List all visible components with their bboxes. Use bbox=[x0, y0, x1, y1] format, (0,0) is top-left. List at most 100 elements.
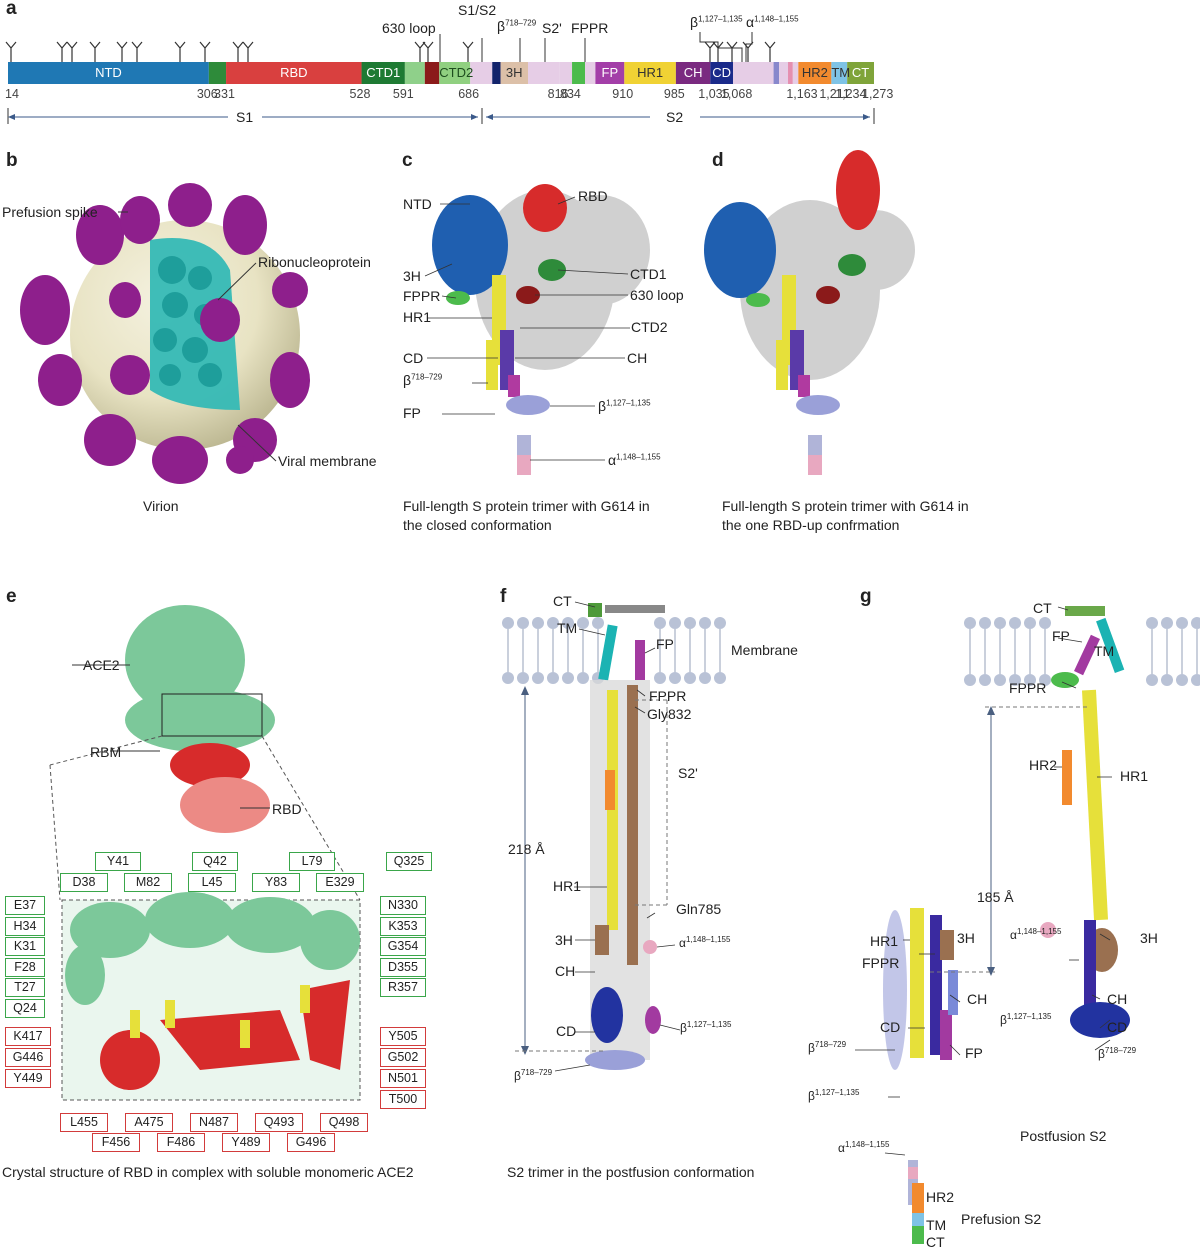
g-label-beta-1127-right: β1,127–1,135 bbox=[1000, 1012, 1052, 1027]
domain-segment bbox=[226, 62, 362, 84]
residue-box: M82 bbox=[124, 873, 172, 892]
label-alpha-1148: α1,148–1,155 bbox=[746, 14, 799, 30]
domain-segment bbox=[595, 62, 625, 84]
c-label-cd: CD bbox=[403, 350, 424, 366]
membrane-bilayer-g bbox=[964, 617, 1200, 686]
label-prefusion-spike: Prefusion spike bbox=[2, 204, 98, 220]
c-label-fp: FP bbox=[403, 405, 421, 421]
g-label-fppr-left: FPPR bbox=[862, 955, 900, 971]
residue-box: E329 bbox=[316, 873, 364, 892]
panel-g-label: g bbox=[860, 586, 872, 607]
g-label-alpha-1148-right: α1,148–1,155 bbox=[1010, 927, 1062, 942]
g-label-3h-left: 3H bbox=[957, 930, 975, 946]
f-label-gln785: Gln785 bbox=[676, 901, 722, 917]
e-label-rbm: RBM bbox=[90, 744, 122, 760]
residue-box: Q24 bbox=[5, 998, 45, 1018]
g-label-185-angstrom: 185 Å bbox=[977, 889, 1014, 905]
residue-box: N487 bbox=[190, 1113, 238, 1132]
residue-box: F486 bbox=[157, 1133, 205, 1152]
residue-box: G496 bbox=[287, 1133, 335, 1152]
domain-label: CT bbox=[851, 65, 870, 80]
c-label-ctd1: CTD1 bbox=[630, 266, 667, 282]
rbd-density bbox=[523, 184, 567, 232]
domain-label: CTD2 bbox=[439, 65, 474, 80]
g-label-cd-right: CD bbox=[1107, 1019, 1128, 1035]
glycan-icon bbox=[764, 41, 776, 62]
domain-segment bbox=[798, 62, 832, 84]
glycan-icon bbox=[704, 41, 716, 62]
panel-c-label: c bbox=[402, 150, 413, 171]
g-label-beta-1127-left: β1,127–1,135 bbox=[808, 1088, 860, 1103]
domain-segment bbox=[710, 62, 733, 84]
f-label-cd: CD bbox=[556, 1023, 577, 1039]
g-label-cd-left: CD bbox=[880, 1019, 901, 1035]
glycan-icon bbox=[89, 41, 101, 62]
g-label-fp-left: FP bbox=[965, 1045, 983, 1061]
label-beta-718: β718–729 bbox=[497, 18, 537, 34]
residue-box: R357 bbox=[380, 978, 426, 997]
g-label-ch-left: CH bbox=[967, 991, 988, 1007]
f-label-membrane: Membrane bbox=[731, 642, 798, 658]
c-label-alpha-1148: α1,148–1,155 bbox=[608, 452, 661, 468]
ntd-density bbox=[432, 195, 508, 295]
g-label-alpha-1148-left: α1,148–1,155 bbox=[838, 1140, 890, 1155]
site-markers bbox=[7, 32, 875, 124]
domain-label: CTD1 bbox=[366, 65, 401, 80]
domain-segment bbox=[732, 62, 774, 84]
residue-box: Y505 bbox=[380, 1027, 426, 1046]
residue-box: F28 bbox=[5, 957, 45, 977]
e-label-ace2: ACE2 bbox=[83, 657, 120, 673]
g-legend-ct: CT bbox=[926, 1234, 945, 1250]
residue-box: K31 bbox=[5, 937, 45, 956]
glycan-icon bbox=[232, 41, 244, 62]
domain-label: FP bbox=[601, 65, 619, 80]
f-label-beta-718: β718–729 bbox=[514, 1068, 553, 1083]
residue-box: E37 bbox=[5, 896, 45, 915]
domain-label: RBD bbox=[280, 65, 308, 80]
s2-postfusion-trimer bbox=[502, 601, 726, 1072]
g-label-hr1: HR1 bbox=[1120, 768, 1149, 784]
g-label-fppr: FPPR bbox=[1009, 680, 1047, 696]
f-label-ct: CT bbox=[553, 593, 572, 609]
c-label-beta-1127: β1,127–1,135 bbox=[598, 398, 651, 414]
domain-segment bbox=[831, 62, 848, 84]
caption-prefusion-s2: Prefusion S2 bbox=[961, 1211, 1042, 1227]
domain-label: CD bbox=[712, 65, 732, 80]
glycan-icon bbox=[462, 41, 474, 62]
panel-d-label: d bbox=[712, 150, 724, 171]
domain-segment bbox=[8, 62, 209, 84]
domain-segment bbox=[361, 62, 405, 84]
residue-box: H34 bbox=[5, 916, 45, 936]
caption-rbd-up: Full-length S protein trimer with G614 i… bbox=[722, 498, 969, 533]
residue-box: N330 bbox=[380, 896, 426, 915]
glycan-icon bbox=[712, 41, 724, 62]
prefusion-spikes bbox=[20, 183, 310, 484]
residue-box: Y489 bbox=[222, 1133, 270, 1152]
f-label-tm: TM bbox=[557, 620, 578, 636]
glycan-icon bbox=[56, 41, 68, 62]
glycan-icon bbox=[174, 41, 186, 62]
rbd-ace2-structure bbox=[49, 605, 361, 1101]
label-s1s2: S1/S2 bbox=[458, 2, 497, 18]
residue-position: 1,035 bbox=[698, 87, 730, 101]
domain-segment bbox=[572, 62, 586, 84]
residue-box: D38 bbox=[60, 873, 108, 892]
label-630-loop: 630 loop bbox=[382, 20, 436, 36]
domain-label: TM bbox=[831, 65, 851, 80]
label-s1: S1 bbox=[236, 109, 254, 125]
glycan-icon bbox=[131, 41, 143, 62]
residue-position: 1,273 bbox=[862, 87, 894, 101]
residue-box: L79 bbox=[289, 852, 335, 871]
residue-box: Y41 bbox=[95, 852, 141, 871]
residue-box: G354 bbox=[380, 937, 426, 956]
glycan-icon bbox=[742, 41, 754, 62]
glycan-icon bbox=[5, 41, 17, 62]
membrane-bilayer bbox=[502, 617, 726, 684]
residue-box: Q325 bbox=[386, 852, 432, 871]
glycan-icon bbox=[116, 41, 128, 62]
c-label-ctd2: CTD2 bbox=[631, 319, 668, 335]
residue-position: 1,211 bbox=[819, 87, 850, 101]
g-label-beta-718-right: β718–729 bbox=[1098, 1046, 1137, 1061]
residue-box: T500 bbox=[380, 1090, 426, 1109]
residue-box: N501 bbox=[380, 1069, 426, 1088]
